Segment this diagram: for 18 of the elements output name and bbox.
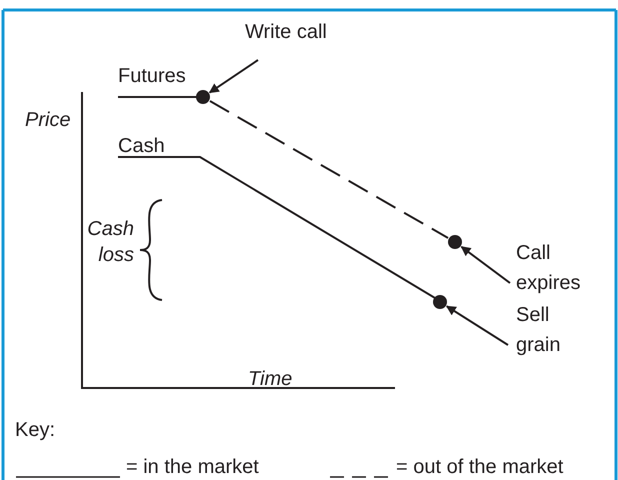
- point-marker: [196, 90, 210, 104]
- point-marker: [433, 295, 447, 309]
- connector-line: [209, 100, 449, 239]
- chart-label: Price: [25, 108, 71, 132]
- leader-arrow: [460, 246, 511, 284]
- callout-label: Call expires: [516, 238, 606, 298]
- chart-label: Cash: [118, 134, 165, 158]
- legend-heading: Key:: [15, 418, 56, 442]
- legend-text: = out of the market: [396, 455, 564, 479]
- point-marker: [448, 235, 462, 249]
- callout-label: Write call: [245, 20, 327, 44]
- legend-text: = in the market: [126, 455, 259, 479]
- leader-arrow: [208, 59, 259, 94]
- callout-label: Sell grain: [516, 300, 576, 360]
- chart-label: Cash loss: [86, 217, 134, 268]
- chart-label: Futures: [118, 64, 186, 88]
- leader-arrow: [446, 305, 509, 346]
- chart-label: Time: [248, 367, 292, 391]
